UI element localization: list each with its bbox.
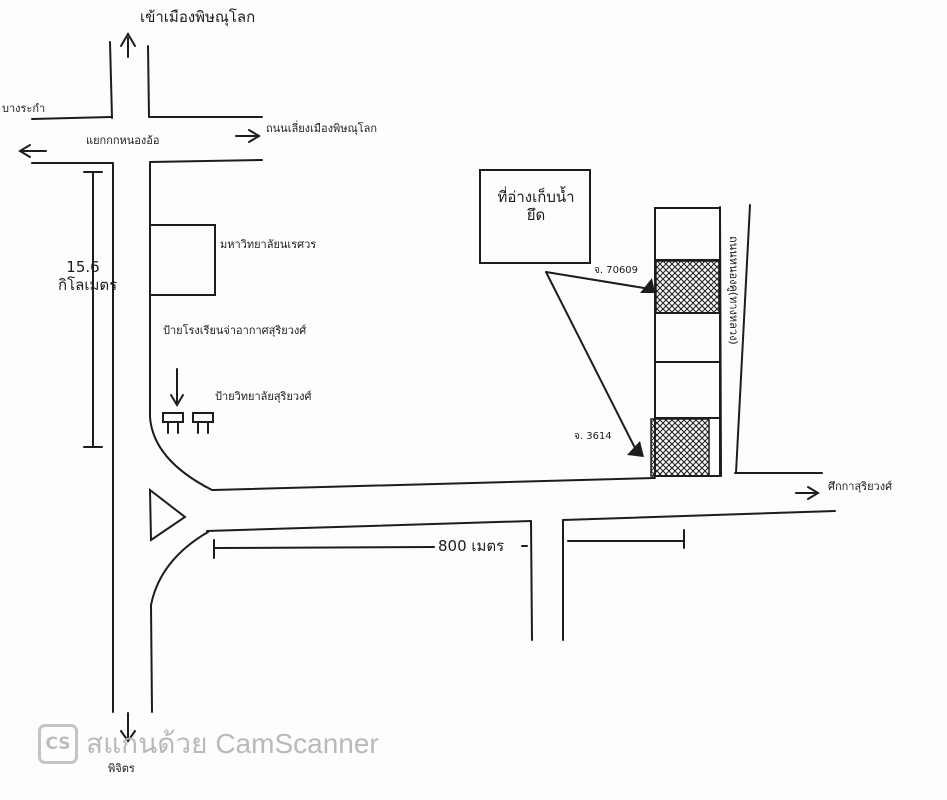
side-road-label: ถนนหนองคู(ทางหลวง) <box>727 236 740 345</box>
signpost-1 <box>162 412 184 434</box>
east-branch-label: ศึกกาสุริยวงศ์ <box>828 480 893 493</box>
plot-hatched-bottom <box>650 418 710 477</box>
reservoir-box <box>479 169 591 264</box>
main-road-north-east-edge <box>147 45 150 118</box>
east-road-north-edge <box>212 477 656 491</box>
distance-horizontal-label: 800 เมตร <box>438 537 505 555</box>
arrow-east-bypass <box>235 129 261 143</box>
cross-road-south-edge-east <box>149 159 263 163</box>
west-destination-label: บางระกำ <box>2 102 46 115</box>
south-destination-label: พิจิตร <box>108 762 135 775</box>
arrow-down-sign <box>170 368 184 407</box>
arrow-east-suriyawong <box>795 486 820 500</box>
arrow-north <box>120 32 136 58</box>
east-road-south-edge-east <box>562 510 836 521</box>
plot-top-label: จ. 70609 <box>594 265 639 276</box>
arrow-south <box>120 712 136 743</box>
sign-lower-label: ป้ายวิทยาลัยสุริยวงศ์ <box>215 390 312 403</box>
main-road-north-west-edge <box>109 41 113 119</box>
arrowhead-top <box>640 278 655 293</box>
arrow-west <box>18 144 47 158</box>
arrowhead-bottom <box>627 441 644 457</box>
plot-hatched-top <box>655 260 720 314</box>
north-destination-label: เข้าเมืองพิษณุโลก <box>140 8 256 26</box>
watermark-text: สแกนด้วย CamScanner <box>86 728 379 759</box>
main-road-mid-east-edge <box>149 161 213 491</box>
intersection-label: แยกกกหนองอ้อ <box>86 134 160 147</box>
university-building <box>149 224 216 296</box>
cross-road-north-edge-west <box>31 116 112 120</box>
sign-upper-label: ป้ายโรงเรียนจ่าอากาศสุริยวงศ์ <box>163 324 307 337</box>
university-label: มหาวิทยาลัยนเรศวร <box>220 238 317 251</box>
traffic-island <box>148 487 187 542</box>
side-road-east-edge <box>735 204 751 474</box>
camscanner-watermark: CS สแกนด้วย CamScanner <box>38 722 379 766</box>
camscanner-logo-icon: CS <box>38 724 78 764</box>
distance-vertical-label: 15.6 กิโลเมตร <box>58 258 118 294</box>
signpost-2 <box>192 412 214 434</box>
plot-bottom-label: จ. 3614 <box>574 431 612 442</box>
main-road-south-east-edge <box>149 531 209 713</box>
south-branch-west-edge <box>530 520 533 641</box>
distance-marker-right-segment <box>567 529 685 549</box>
reservoir-label: ที่อ่างเก็บน้ำยึด <box>497 188 575 224</box>
pointer-line-top <box>545 271 645 289</box>
pointer-line-bottom <box>545 271 638 453</box>
east-road-south-edge-west <box>206 520 532 532</box>
distance-marker-vertical <box>83 171 103 448</box>
distance-marker-horizontal <box>213 539 435 559</box>
east-destination-label: ถนนเลี่ยงเมืองพิษณุโลก <box>266 122 378 135</box>
